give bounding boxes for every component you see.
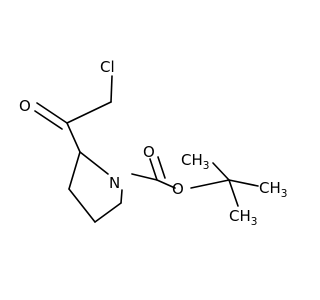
- atom-label-cl: Cl: [100, 58, 115, 76]
- bond-cketone-ch2: [66, 101, 112, 124]
- bond-cquat-ch3-top: [212, 162, 230, 181]
- bond-c2-cketone: [66, 122, 81, 153]
- atom-label-ch3-right: CH3: [259, 179, 287, 200]
- boc-group: [131, 156, 259, 207]
- atom-label-o-carbonyl: O: [143, 143, 155, 161]
- ch3-right-ch: CH: [259, 179, 281, 197]
- ch3-top-subscript: 3: [203, 160, 210, 172]
- chloroacetyl-group: [34, 75, 113, 153]
- atom-label-n-ring: N: [109, 174, 120, 192]
- bond-n-c2: [79, 151, 109, 175]
- atom-label-o-ester: O: [172, 180, 184, 198]
- bond-c3-c4: [68, 188, 96, 223]
- bond-c5-n: [120, 189, 123, 204]
- bond-c4-c5: [94, 202, 122, 223]
- bond-ch2-cl: [110, 75, 113, 103]
- molecule-diagram: Cl O N O O CH3 CH3 CH3: [19, 58, 287, 228]
- ch3-bottom-ch: CH: [229, 207, 251, 225]
- ch3-top-ch: CH: [181, 151, 203, 169]
- bond-oester-cquat: [190, 179, 230, 189]
- bond-ketone-double-1: [36, 102, 68, 124]
- bond-carbamate-double-1: [149, 158, 158, 181]
- bond-c2-c3: [68, 151, 81, 190]
- bond-n-ccarbamate: [131, 173, 158, 181]
- ch3-right-subscript: 3: [281, 188, 288, 200]
- bond-cquat-ch3-bottom: [228, 179, 239, 207]
- atom-label-ch3-top: CH3: [181, 151, 209, 172]
- bond-cquat-ch3-right: [228, 179, 259, 187]
- structure-canvas: Cl O N O O CH3 CH3 CH3: [19, 58, 287, 228]
- bond-carbamate-double-2: [157, 156, 166, 179]
- ch3-bottom-subscript: 3: [251, 216, 258, 228]
- bond-ccarbamate-oester: [156, 179, 176, 189]
- atom-label-o-ketone: O: [19, 97, 31, 115]
- pyrrolidine-ring: [68, 151, 123, 223]
- atom-label-ch3-bottom: CH3: [229, 207, 257, 228]
- bond-ketone-double-2: [34, 110, 63, 130]
